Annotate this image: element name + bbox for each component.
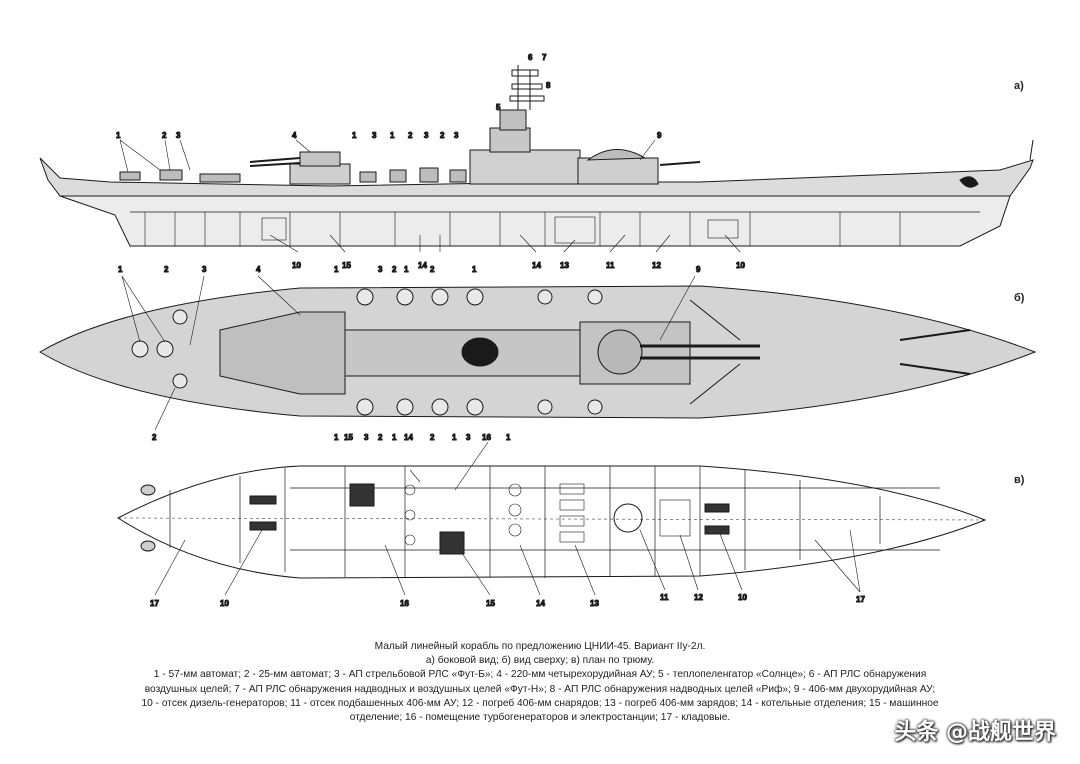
top-callout-21: 3 — [466, 433, 471, 442]
top-callout-23: 1 — [506, 433, 511, 442]
side-callout-3: 3 — [176, 131, 181, 140]
side-callout-15: 8 — [546, 81, 551, 90]
side-callout-10: 2 — [440, 131, 445, 140]
top-callout-13: 1 — [334, 433, 339, 442]
side-callout-18: 15 — [342, 261, 351, 270]
hold-callout-10: 17 — [856, 595, 865, 604]
hold-plan: 17 10 16 15 14 13 11 12 10 17 — [116, 441, 987, 609]
hold-view-label: в) — [1014, 474, 1025, 486]
caption-legend-line-3: 10 - отсек дизель-генераторов; 11 - отсе… — [141, 697, 939, 709]
top-callout-9: 2 — [430, 265, 435, 274]
side-callout-14: 7 — [542, 53, 547, 62]
top-callout-10: 1 — [472, 265, 477, 274]
top-callout-2: 2 — [164, 265, 169, 274]
top-callout-6: 3 — [378, 265, 383, 274]
side-callout-11: 3 — [454, 131, 459, 140]
side-view-label: а) — [1014, 80, 1024, 92]
side-callout-2: 2 — [162, 131, 167, 140]
top-callout-3: 3 — [202, 265, 207, 274]
top-view-label: б) — [1014, 292, 1025, 304]
hold-callout-9: 10 — [738, 593, 747, 602]
caption-legend-line-2: воздушных целей; 7 - АП РЛС обнаружения … — [144, 683, 936, 695]
hold-callout-2: 10 — [220, 599, 229, 608]
side-view: 1 2 3 4 1 3 1 2 3 2 3 5 6 7 8 9 10 15 14… — [39, 53, 1034, 271]
side-callout-23: 12 — [652, 261, 661, 270]
side-callout-19: 14 — [418, 261, 427, 270]
caption-legend-line-4: отделение; 16 - помещение турбогенератор… — [349, 712, 731, 724]
side-callout-4: 4 — [292, 131, 297, 140]
top-callout-11: 9 — [696, 265, 701, 274]
caption-legend-line-1: 1 - 57-мм автомат; 2 - 25-мм автомат; 3 … — [153, 669, 927, 681]
hold-callout-3: 16 — [400, 599, 409, 608]
watermark: 头条 @战舰世界 — [894, 720, 1056, 745]
side-callout-5: 1 — [352, 131, 357, 140]
top-callout-17: 1 — [392, 433, 397, 442]
side-callout-21: 13 — [560, 261, 569, 270]
top-callout-22: 16 — [482, 433, 491, 442]
top-view: 1 2 3 4 1 3 2 1 2 1 9 2 1 15 3 2 1 14 2 … — [39, 265, 1037, 443]
hold-callout-6: 13 — [590, 599, 599, 608]
top-callout-16: 2 — [378, 433, 383, 442]
side-underwater-hull — [59, 195, 1011, 247]
side-callout-17: 10 — [292, 261, 301, 270]
hold-callout-7: 11 — [660, 593, 669, 602]
caption-subtitle: а) боковой вид; б) вид сверху; в) план п… — [425, 655, 655, 667]
top-callout-14: 15 — [344, 433, 353, 442]
side-callout-8: 2 — [408, 131, 413, 140]
top-callout-8: 1 — [404, 265, 409, 274]
top-callout-19: 2 — [430, 433, 435, 442]
side-callout-9: 3 — [424, 131, 429, 140]
hold-callout-1: 17 — [150, 599, 159, 608]
top-callout-5: 1 — [334, 265, 339, 274]
hold-callout-4: 15 — [486, 599, 495, 608]
top-callout-1: 1 — [118, 265, 123, 274]
top-callout-15: 3 — [364, 433, 369, 442]
top-callout-20: 1 — [452, 433, 457, 442]
side-callout-13: 6 — [528, 53, 533, 62]
side-callout-6: 3 — [372, 131, 377, 140]
top-callout-4: 4 — [256, 265, 261, 274]
side-callout-24: 10 — [736, 261, 745, 270]
hold-callout-8: 12 — [694, 593, 703, 602]
caption-title: Малый линейный корабль по предложению ЦН… — [374, 641, 706, 652]
top-callout-12: 2 — [152, 433, 157, 442]
hold-callout-5: 14 — [536, 599, 545, 608]
side-callout-20: 14 — [532, 261, 541, 270]
side-callout-1: 1 — [116, 131, 121, 140]
top-callout-7: 2 — [392, 265, 397, 274]
side-callout-12: 5 — [496, 103, 501, 112]
side-callout-16: 9 — [657, 131, 662, 140]
figure-caption: Малый линейный корабль по предложению ЦН… — [40, 640, 1040, 725]
top-callout-18: 14 — [404, 433, 413, 442]
side-callout-22: 11 — [606, 261, 615, 270]
side-callout-7: 1 — [390, 131, 395, 140]
